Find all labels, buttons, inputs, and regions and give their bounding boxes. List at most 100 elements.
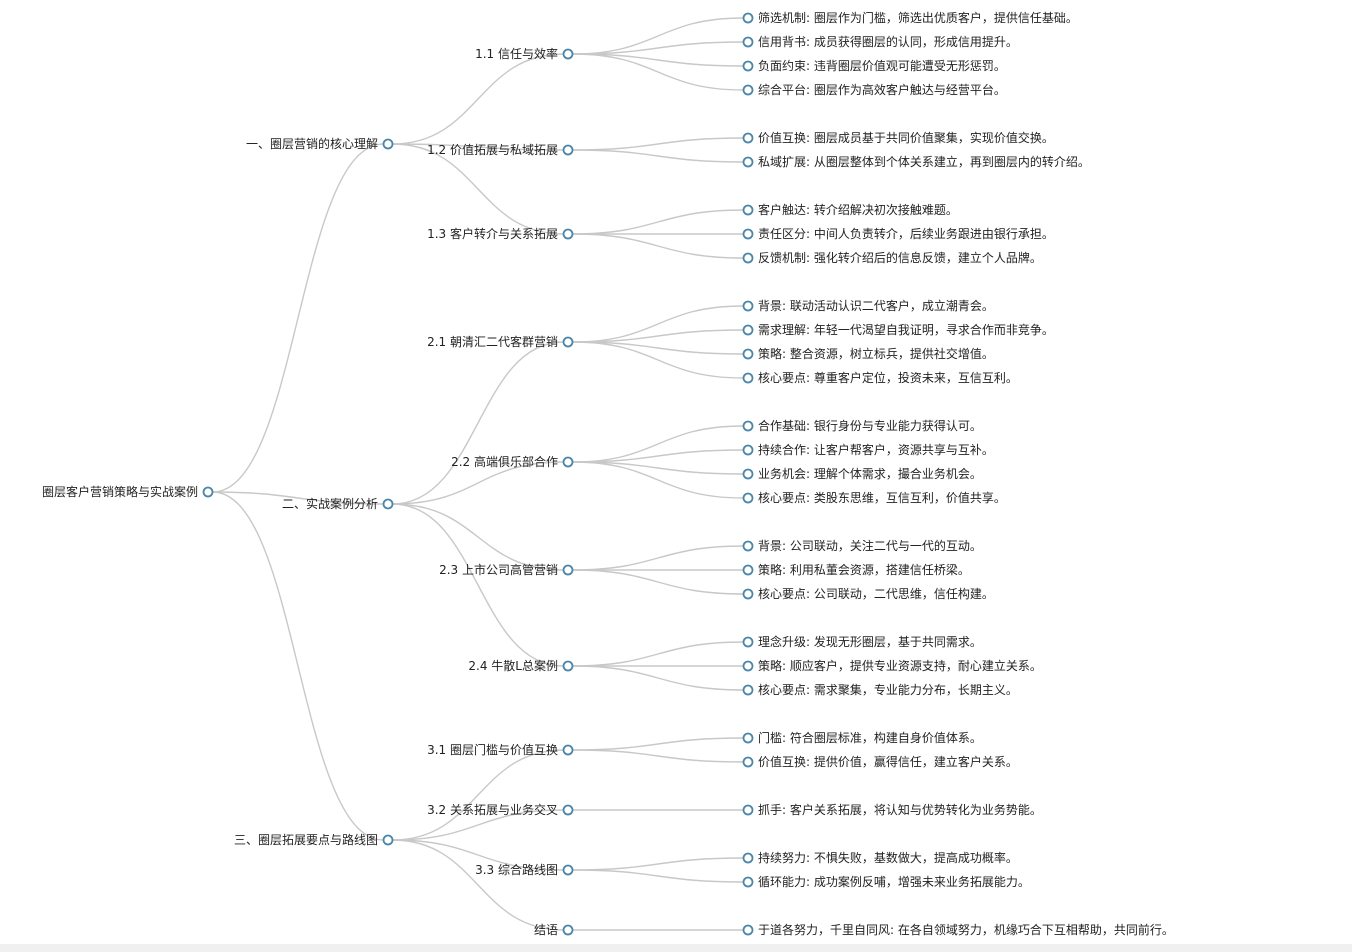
node-toggle-circle[interactable] bbox=[202, 486, 214, 498]
mindmap-node-root-1-1-2[interactable]: 信用背书: 成员获得圈层的认同，形成信用提升。 bbox=[742, 34, 1018, 49]
node-toggle-circle[interactable] bbox=[742, 732, 754, 744]
mindmap-node-root-2-1-3[interactable]: 策略: 整合资源，树立标兵，提供社交增值。 bbox=[742, 346, 994, 361]
mindmap-node-root-3-2-1[interactable]: 抓手: 客户关系拓展，将认知与优势转化为业务势能。 bbox=[742, 802, 1042, 817]
node-toggle-circle[interactable] bbox=[562, 456, 574, 468]
mindmap-node-root-1-2[interactable]: 1.2 价值拓展与私域拓展 bbox=[427, 142, 574, 157]
mindmap-node-root-3-3-2[interactable]: 循环能力: 成功案例反哺，增强未来业务拓展能力。 bbox=[742, 874, 1030, 889]
mindmap-node-root-3-3[interactable]: 3.3 综合路线图 bbox=[475, 862, 574, 877]
node-toggle-circle[interactable] bbox=[742, 300, 754, 312]
node-toggle-circle[interactable] bbox=[742, 204, 754, 216]
mindmap-node-root-2-2-1[interactable]: 合作基础: 银行身份与专业能力获得认可。 bbox=[742, 418, 982, 433]
node-toggle-circle[interactable] bbox=[742, 252, 754, 264]
node-toggle-circle[interactable] bbox=[742, 12, 754, 24]
node-toggle-circle[interactable] bbox=[562, 660, 574, 672]
mindmap-node-root-2-4[interactable]: 2.4 牛散L总案例 bbox=[468, 658, 574, 673]
node-toggle-circle[interactable] bbox=[742, 588, 754, 600]
mindmap-node-root-2-3-3[interactable]: 核心要点: 公司联动，二代思维，信任构建。 bbox=[742, 586, 994, 601]
mindmap-node-root-2-1-4[interactable]: 核心要点: 尊重客户定位，投资未来，互信互利。 bbox=[742, 370, 1018, 385]
node-toggle-circle[interactable] bbox=[742, 636, 754, 648]
mindmap-node-root-1-3-1[interactable]: 客户触达: 转介绍解决初次接触难题。 bbox=[742, 202, 958, 217]
node-toggle-circle[interactable] bbox=[742, 876, 754, 888]
mindmap-node-root-1[interactable]: 一、圈层营销的核心理解 bbox=[246, 136, 394, 151]
node-label: 策略: 整合资源，树立标兵，提供社交增值。 bbox=[758, 346, 994, 361]
node-label: 筛选机制: 圈层作为门槛，筛选出优质客户，提供信任基础。 bbox=[758, 10, 1078, 25]
node-label: 私域扩展: 从圈层整体到个体关系建立，再到圈层内的转介绍。 bbox=[758, 154, 1090, 169]
node-toggle-circle[interactable] bbox=[562, 744, 574, 756]
mindmap-link bbox=[392, 839, 564, 931]
node-toggle-circle[interactable] bbox=[742, 36, 754, 48]
node-toggle-circle[interactable] bbox=[742, 468, 754, 480]
mindmap-link bbox=[572, 449, 744, 463]
mindmap-node-root-3-1-2[interactable]: 价值互换: 提供价值，赢得信任，建立客户关系。 bbox=[742, 754, 1018, 769]
mindmap-node-root-1-2-1[interactable]: 价值互换: 圈层成员基于共同价值聚集，实现价值交换。 bbox=[742, 130, 1054, 145]
mindmap-node-root-3-3-1[interactable]: 持续努力: 不惧失败，基数做大，提高成功概率。 bbox=[742, 850, 1018, 865]
node-toggle-circle[interactable] bbox=[742, 444, 754, 456]
node-toggle-circle[interactable] bbox=[742, 852, 754, 864]
mindmap-node-root-2-4-3[interactable]: 核心要点: 需求聚集，专业能力分布，长期主义。 bbox=[742, 682, 1018, 697]
mindmap-node-root-3-4[interactable]: 结语 bbox=[534, 923, 574, 937]
node-toggle-circle[interactable] bbox=[382, 834, 394, 846]
node-toggle-circle[interactable] bbox=[382, 498, 394, 510]
mindmap-link bbox=[392, 143, 564, 235]
mindmap-node-root-1-1[interactable]: 1.1 信任与效率 bbox=[475, 46, 574, 61]
mindmap-node-root-3[interactable]: 三、圈层拓展要点与路线图 bbox=[234, 832, 394, 847]
mindmap-node-root-1-1-1[interactable]: 筛选机制: 圈层作为门槛，筛选出优质客户，提供信任基础。 bbox=[742, 10, 1078, 25]
mindmap-node-root-1-1-3[interactable]: 负面约束: 违背圈层价值观可能遭受无形惩罚。 bbox=[742, 58, 1006, 73]
node-toggle-circle[interactable] bbox=[382, 138, 394, 150]
node-toggle-circle[interactable] bbox=[742, 324, 754, 336]
mindmap-node-root-2-4-1[interactable]: 理念升级: 发现无形圈层，基于共同需求。 bbox=[742, 634, 982, 649]
node-toggle-circle[interactable] bbox=[742, 924, 754, 936]
mindmap-node-root-2-1[interactable]: 2.1 朝清汇二代客群营销 bbox=[427, 334, 574, 349]
mindmap-node-root-3-1[interactable]: 3.1 圈层门槛与价值互换 bbox=[427, 742, 574, 757]
node-toggle-circle[interactable] bbox=[742, 756, 754, 768]
mindmap-node-root-3-4-1[interactable]: 于道各努力，千里自同风: 在各自领域努力，机缘巧合下互相帮助，共同前行。 bbox=[742, 922, 1174, 937]
mindmap-node-root[interactable]: 圈层客户营销策略与实战案例 bbox=[42, 484, 214, 499]
mindmap-node-root-1-3-3[interactable]: 反馈机制: 强化转介绍后的信息反馈，建立个人品牌。 bbox=[742, 250, 1042, 265]
node-toggle-circle[interactable] bbox=[742, 420, 754, 432]
mindmap-node-root-2-4-2[interactable]: 策略: 顺应客户，提供专业资源支持，耐心建立关系。 bbox=[742, 658, 1042, 673]
node-toggle-circle[interactable] bbox=[742, 60, 754, 72]
mindmap-node-root-2-1-2[interactable]: 需求理解: 年轻一代渴望自我证明，寻求合作而非竞争。 bbox=[742, 322, 1054, 337]
mindmap-node-root-2-2-4[interactable]: 核心要点: 类股东思维，互信互利，价值共享。 bbox=[742, 490, 1006, 505]
node-toggle-circle[interactable] bbox=[742, 372, 754, 384]
mindmap-node-root-2-3[interactable]: 2.3 上市公司高管营销 bbox=[439, 562, 574, 577]
node-toggle-circle[interactable] bbox=[562, 144, 574, 156]
mindmap-node-root-2[interactable]: 二、实战案例分析 bbox=[282, 496, 394, 511]
node-label: 信用背书: 成员获得圈层的认同，形成信用提升。 bbox=[758, 34, 1018, 49]
node-toggle-circle[interactable] bbox=[742, 348, 754, 360]
mindmap-node-root-2-1-1[interactable]: 背景: 联动活动认识二代客户，成立潮青会。 bbox=[742, 298, 994, 313]
mindmap-node-root-1-3-2[interactable]: 责任区分: 中间人负责转介，后续业务跟进由银行承担。 bbox=[742, 226, 1054, 241]
node-toggle-circle[interactable] bbox=[562, 228, 574, 240]
mindmap-node-root-1-3[interactable]: 1.3 客户转介与关系拓展 bbox=[427, 226, 574, 241]
mindmap-node-root-2-2[interactable]: 2.2 高端俱乐部合作 bbox=[451, 454, 574, 469]
mindmap-node-root-2-3-1[interactable]: 背景: 公司联动，关注二代与一代的互动。 bbox=[742, 538, 982, 553]
node-toggle-circle[interactable] bbox=[742, 228, 754, 240]
node-toggle-circle[interactable] bbox=[742, 492, 754, 504]
mindmap-link bbox=[392, 503, 564, 667]
node-toggle-circle[interactable] bbox=[742, 156, 754, 168]
mindmap-node-root-2-2-3[interactable]: 业务机会: 理解个体需求，撮合业务机会。 bbox=[742, 466, 982, 481]
node-toggle-circle[interactable] bbox=[562, 864, 574, 876]
node-toggle-circle[interactable] bbox=[742, 684, 754, 696]
node-toggle-circle[interactable] bbox=[562, 804, 574, 816]
node-toggle-circle[interactable] bbox=[742, 564, 754, 576]
node-toggle-circle[interactable] bbox=[562, 564, 574, 576]
node-label: 3.1 圈层门槛与价值互换 bbox=[427, 742, 558, 757]
mindmap-node-root-2-3-2[interactable]: 策略: 利用私董会资源，搭建信任桥梁。 bbox=[742, 562, 970, 577]
node-toggle-circle[interactable] bbox=[742, 84, 754, 96]
mindmap-node-root-1-1-4[interactable]: 综合平台: 圈层作为高效客户触达与经营平台。 bbox=[742, 82, 1006, 97]
node-toggle-circle[interactable] bbox=[562, 924, 574, 936]
node-label: 核心要点: 尊重客户定位，投资未来，互信互利。 bbox=[758, 370, 1018, 385]
node-toggle-circle[interactable] bbox=[562, 48, 574, 60]
node-toggle-circle[interactable] bbox=[562, 336, 574, 348]
node-toggle-circle[interactable] bbox=[742, 540, 754, 552]
node-toggle-circle[interactable] bbox=[742, 804, 754, 816]
mindmap-node-root-3-1-1[interactable]: 门槛: 符合圈层标准，构建自身价值体系。 bbox=[742, 730, 982, 745]
mindmap-link bbox=[212, 491, 384, 505]
node-toggle-circle[interactable] bbox=[742, 132, 754, 144]
mindmap-node-root-1-2-2[interactable]: 私域扩展: 从圈层整体到个体关系建立，再到圈层内的转介绍。 bbox=[742, 154, 1090, 169]
mindmap-link bbox=[572, 749, 744, 763]
mindmap-node-root-2-2-2[interactable]: 持续合作: 让客户帮客户，资源共享与互补。 bbox=[742, 442, 994, 457]
node-toggle-circle[interactable] bbox=[742, 660, 754, 672]
mindmap-node-root-3-2[interactable]: 3.2 关系拓展与业务交叉 bbox=[427, 802, 574, 817]
